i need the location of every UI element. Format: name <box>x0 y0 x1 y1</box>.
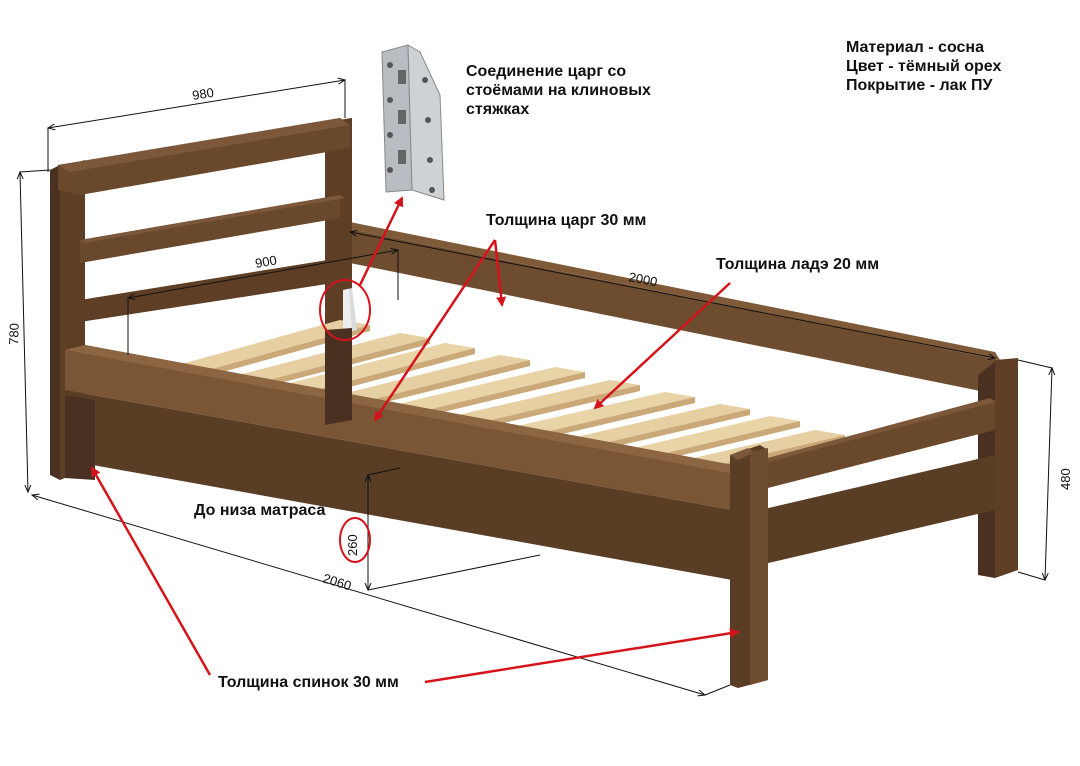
dim-780-label: 780 <box>6 323 22 345</box>
connection-callout-line1: Соединение царг со <box>466 63 627 80</box>
backboard-thickness-callout: Толщина спинок 30 мм <box>218 674 399 691</box>
front-left-leg <box>65 395 95 480</box>
dim-980-label: 980 <box>191 85 215 103</box>
dim-2000-label: 2000 <box>627 269 658 289</box>
connection-callout-line2: стоёмами на клиновых <box>466 82 651 99</box>
footboard <box>730 358 1018 688</box>
slat-thickness-callout: Толщина ладэ 20 мм <box>716 256 880 273</box>
dim-260-highlight-circle <box>339 517 371 563</box>
color-spec: Цвет - тёмный орех <box>846 58 1002 75</box>
material-spec: Материал - сосна <box>846 39 984 56</box>
side-rail-thickness-callout: Толщина царг 30 мм <box>486 212 647 229</box>
connection-callout: Соединение царг со стоёмами на клиновых … <box>466 62 651 119</box>
coating-spec: Покрытие - лак ПУ <box>846 77 993 94</box>
dim-900-label: 900 <box>254 252 278 271</box>
dimension-lines <box>20 80 1052 695</box>
bracket-highlight-circle <box>319 279 371 341</box>
headboard-right-leg <box>325 328 352 425</box>
wedge-connector-icon <box>381 44 445 201</box>
mattress-height-callout: До низа матраса <box>194 502 326 519</box>
connection-callout-line3: стяжках <box>466 101 530 118</box>
specs-block: Материал - сосна Цвет - тёмный орех Покр… <box>846 38 1001 95</box>
dim-480-label: 480 <box>1058 468 1073 490</box>
corner-bracket <box>343 288 357 334</box>
dim-260-label: 260 <box>345 534 360 556</box>
dim-2060-label: 2060 <box>321 571 353 594</box>
callout-arrows <box>90 196 740 684</box>
